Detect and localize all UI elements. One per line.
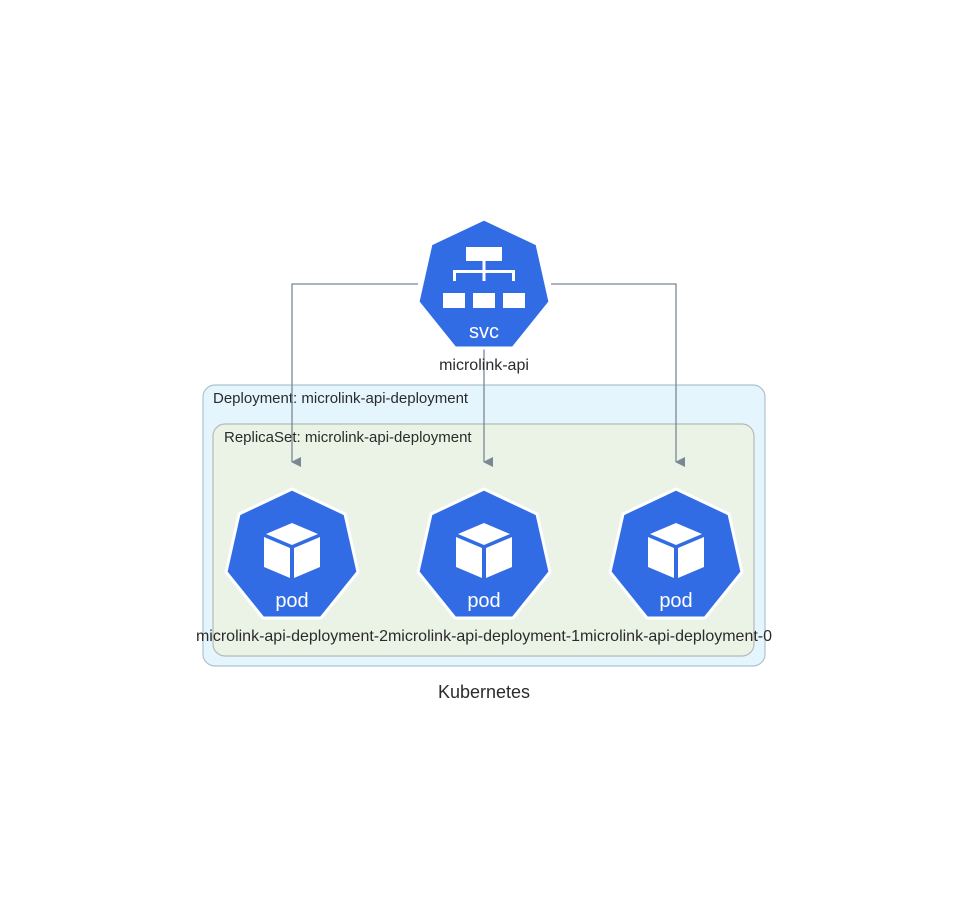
deployment-label: Deployment: microlink-api-deployment: [213, 390, 469, 407]
pod-icon-text: pod: [275, 590, 308, 612]
cube-icon: [264, 523, 320, 578]
svc-icon: [416, 217, 552, 350]
pod-icon: [608, 487, 744, 620]
pod-node-2[interactable]: pod: [224, 487, 360, 620]
pod-name-2: microlink-api-deployment-2: [196, 628, 388, 645]
pod-name-0: microlink-api-deployment-0: [580, 628, 772, 645]
pod-name-1: microlink-api-deployment-1: [388, 628, 580, 645]
replicaset-label: ReplicaSet: microlink-api-deployment: [224, 429, 472, 446]
pod-node-1[interactable]: pod: [416, 487, 552, 620]
pod-node-0[interactable]: pod: [608, 487, 744, 620]
cube-icon: [648, 523, 704, 578]
edge-svc-to-pod-0: [551, 283, 685, 467]
pod-icon: [416, 487, 552, 620]
pod-icon-text: pod: [467, 590, 500, 612]
pod-icon-text: pod: [659, 590, 692, 612]
service-name: microlink-api: [439, 357, 529, 374]
svc-icon-text: svc: [469, 321, 499, 343]
edges: [291, 283, 685, 467]
cluster-label: Kubernetes: [438, 682, 530, 702]
pod-icon: [224, 487, 360, 620]
edge-svc-to-pod-2: [291, 283, 418, 467]
cube-icon: [456, 523, 512, 578]
service-node[interactable]: svc: [416, 217, 552, 350]
